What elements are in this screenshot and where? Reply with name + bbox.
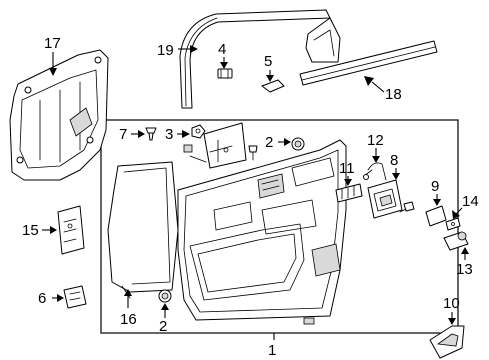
part-belt-molding <box>299 40 438 86</box>
callout-1: 1 <box>268 342 276 359</box>
part-rod-12 <box>363 162 387 181</box>
part-pad-9 <box>425 205 447 227</box>
callout-8: 8 <box>390 152 398 169</box>
part-bracket-plate <box>203 122 247 169</box>
callout-7: 7 <box>119 126 127 143</box>
part-bolt-2-upper <box>291 137 305 151</box>
part-push-pin-7 <box>145 127 157 141</box>
callout-9: 9 <box>431 178 439 195</box>
part-bolt-upper <box>183 144 207 163</box>
callout-2-lower: 2 <box>159 318 167 335</box>
callout-11: 11 <box>339 160 355 177</box>
part-cap-5 <box>261 79 285 93</box>
callout-14: 14 <box>462 193 479 210</box>
part-trim-10 <box>429 325 465 359</box>
callout-19: 19 <box>157 42 174 59</box>
part-window-regulator <box>9 49 109 181</box>
callout-10: 10 <box>443 295 460 312</box>
part-window-channel <box>179 9 341 109</box>
callout-15: 15 <box>22 222 39 239</box>
callout-17: 17 <box>44 35 61 52</box>
part-door-trim-panel <box>177 139 347 321</box>
leader-lines <box>42 45 469 340</box>
part-bracket-15 <box>57 205 85 255</box>
part-retainer-3 <box>191 124 206 139</box>
part-screw-handle <box>399 201 415 213</box>
part-switch-11 <box>335 183 363 203</box>
callout-6: 6 <box>38 290 46 307</box>
part-bracket-6 <box>63 285 87 309</box>
callout-labels: 1 2 2 3 4 5 6 7 8 9 10 11 12 13 14 15 16… <box>22 35 479 359</box>
callout-12: 12 <box>367 132 384 149</box>
callout-2-upper: 2 <box>265 134 273 151</box>
part-clip-4 <box>217 68 233 79</box>
part-water-deflector <box>107 161 179 299</box>
callout-4: 4 <box>218 41 226 58</box>
callout-3: 3 <box>165 126 173 143</box>
part-cap-13 <box>443 231 469 251</box>
part-bolt-2-lower <box>158 289 172 303</box>
part-clip-lower <box>303 317 315 325</box>
part-inside-handle <box>367 179 403 219</box>
part-grommet-14 <box>445 217 461 231</box>
part-screw-upper <box>248 145 258 161</box>
callout-18: 18 <box>385 86 402 103</box>
callout-16: 16 <box>120 311 137 328</box>
callout-5: 5 <box>264 53 272 70</box>
callout-13: 13 <box>456 261 473 278</box>
